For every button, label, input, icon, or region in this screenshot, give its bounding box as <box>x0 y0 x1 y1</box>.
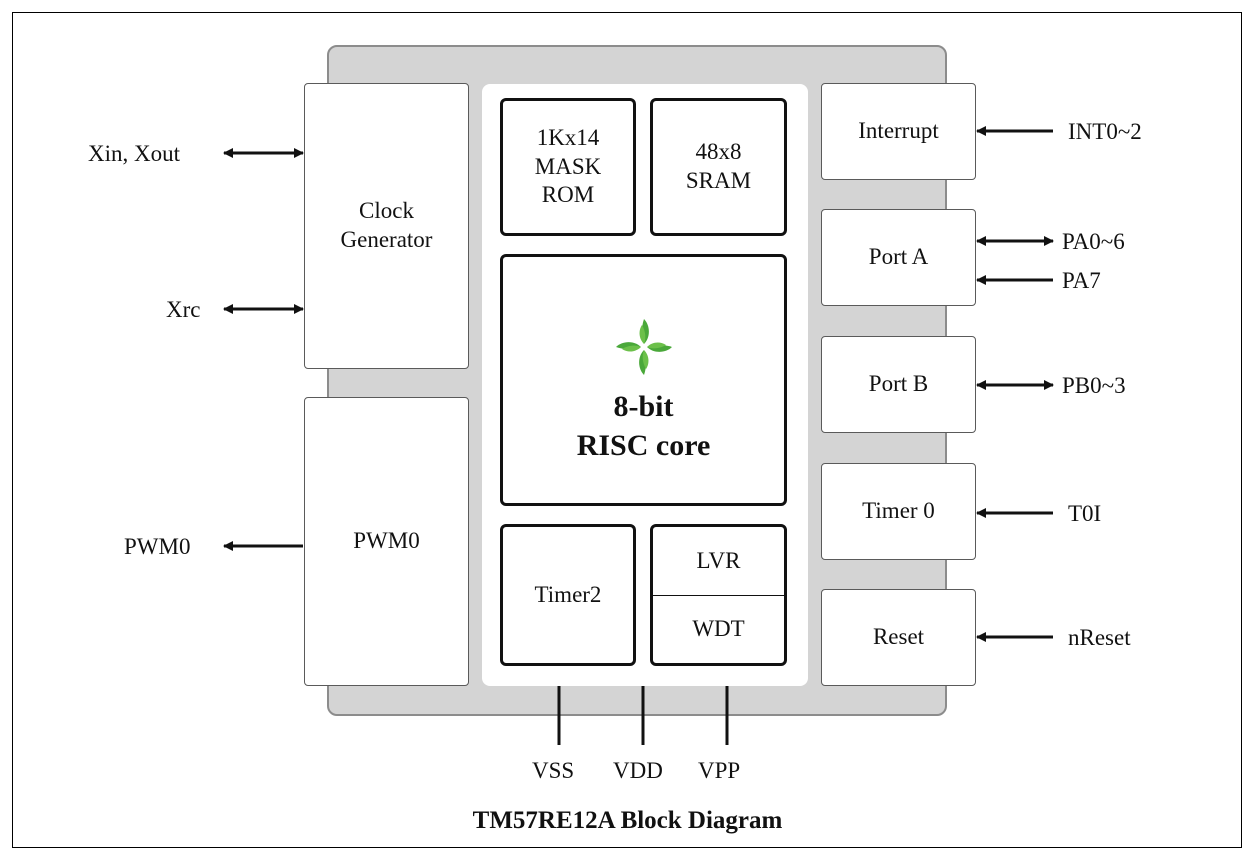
lvr-section: LVR <box>653 527 784 595</box>
timer0-block: Timer 0 <box>821 463 976 560</box>
timer2-label: Timer2 <box>534 581 602 607</box>
clock-generator-block: Clock Generator <box>304 83 469 369</box>
pin-int-label: INT0~2 <box>1068 119 1142 144</box>
pin-xrc-label: Xrc <box>166 297 201 322</box>
pwm0-block-label: PWM0 <box>353 528 420 554</box>
sram-label: 48x8 SRAM <box>685 139 752 193</box>
interrupt-block: Interrupt <box>821 83 976 180</box>
port-b-block: Port B <box>821 336 976 433</box>
mask-rom-label: 1Kx14 MASK ROM <box>534 124 602 208</box>
diagram-frame <box>12 12 1242 848</box>
lvr-wdt-divider <box>653 595 784 596</box>
pin-pa06-label: PA0~6 <box>1062 229 1125 254</box>
lvr-wdt-block: LVR WDT <box>650 524 787 666</box>
pin-nreset-label: nReset <box>1068 625 1131 650</box>
reset-label: Reset <box>872 624 925 650</box>
pin-pa7-label: PA7 <box>1062 268 1101 293</box>
diagram-caption: TM57RE12A Block Diagram <box>472 807 783 834</box>
pin-t0i-label: T0I <box>1068 501 1102 526</box>
sram-block: 48x8 SRAM <box>650 98 787 236</box>
pin-pb03-label: PB0~3 <box>1062 373 1126 398</box>
risc-core-block: 8-bit RISC core <box>500 254 787 506</box>
pin-vss-label: VSS <box>532 758 575 783</box>
core-title-line2: RISC core <box>576 429 711 462</box>
pin-xin-xout-label: Xin, Xout <box>88 141 180 166</box>
interrupt-label: Interrupt <box>858 118 939 144</box>
timer2-block: Timer2 <box>500 524 636 666</box>
port-b-label: Port B <box>868 371 929 397</box>
lvr-label: LVR <box>696 547 741 573</box>
pwm0-block: PWM0 <box>304 397 469 686</box>
core-logo-icon <box>615 319 672 375</box>
timer0-label: Timer 0 <box>862 498 935 524</box>
wdt-label: WDT <box>692 615 745 641</box>
port-a-block: Port A <box>821 209 976 306</box>
port-a-label: Port A <box>868 244 929 270</box>
pin-vpp-label: VPP <box>698 758 741 783</box>
wdt-section: WDT <box>653 595 784 663</box>
clock-generator-label: Clock Generator <box>340 198 433 252</box>
pin-pwm0-label: PWM0 <box>124 534 191 559</box>
mask-rom-block: 1Kx14 MASK ROM <box>500 98 636 236</box>
reset-block: Reset <box>821 589 976 686</box>
core-title-line1: 8-bit <box>613 390 674 423</box>
pin-vdd-label: VDD <box>613 758 663 783</box>
